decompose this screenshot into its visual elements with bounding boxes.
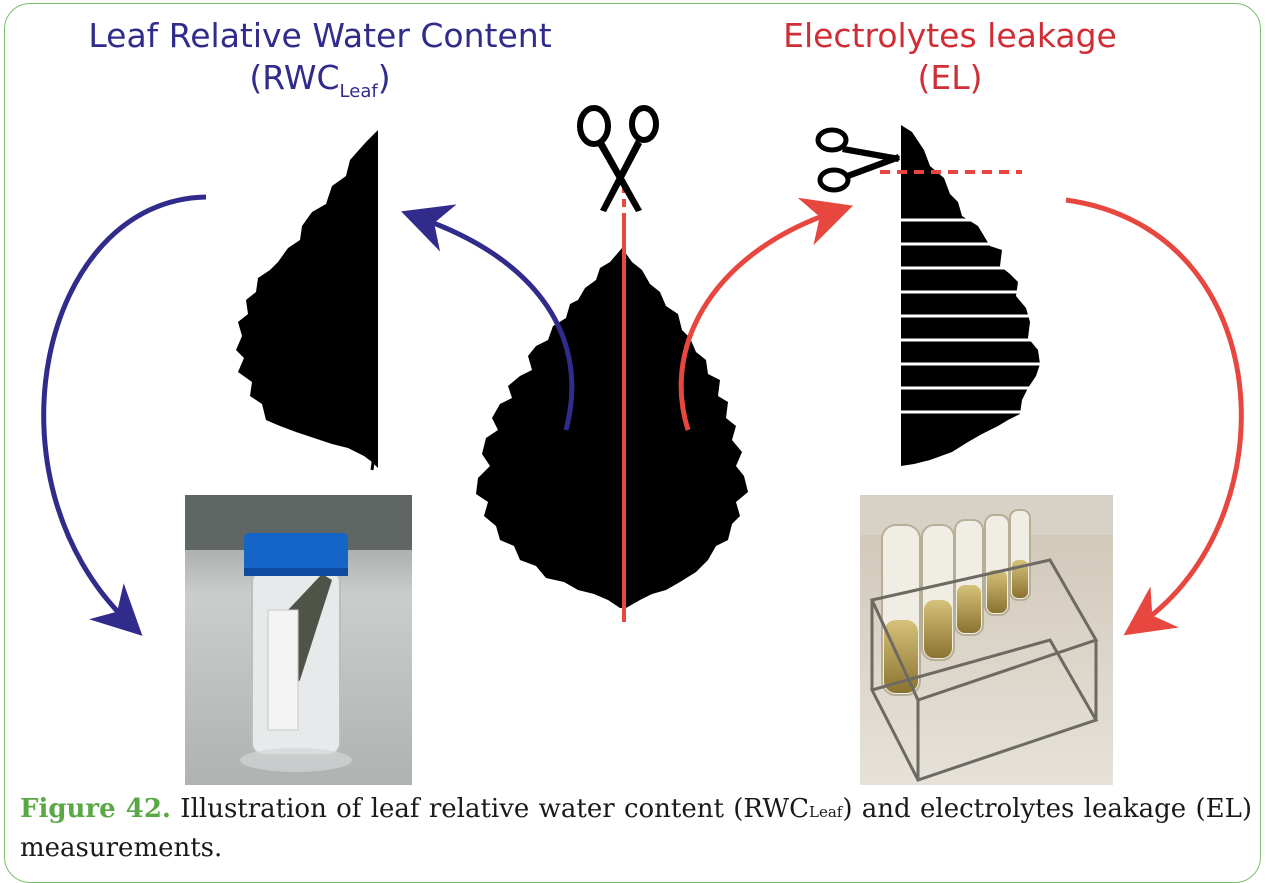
left-half-leaf xyxy=(236,130,378,468)
rwc-abbrev: (RWCLeaf) xyxy=(249,58,391,102)
rwc-arrow-down xyxy=(41,194,207,636)
scissors-icon xyxy=(815,127,900,193)
figure-caption: Figure 42. Illustration of leaf relative… xyxy=(20,791,1252,866)
caption-sub: Leaf xyxy=(809,803,843,821)
figure-label: Figure 42. xyxy=(20,794,171,824)
whole-leaf xyxy=(476,248,748,608)
el-arrow-up xyxy=(678,197,853,431)
scissors-icon xyxy=(577,105,659,212)
rwc-arrow-up xyxy=(401,204,575,431)
el-arrow-down xyxy=(1065,197,1244,636)
el-title: Electrolytes leakage (EL) xyxy=(740,15,1160,99)
el-abbrev: (EL) xyxy=(917,58,983,97)
el-title-text: Electrolytes leakage xyxy=(783,16,1117,55)
test-tubes-rack-photo xyxy=(860,495,1113,785)
rwc-title-text: Leaf Relative Water Content xyxy=(88,16,552,55)
caption-text-1: Illustration of leaf relative water cont… xyxy=(171,794,810,824)
sample-tube-photo xyxy=(185,495,412,785)
caption-text-2: ) and electrolytes leakage (EL) measurem… xyxy=(20,794,1252,863)
left-leaf-stem xyxy=(370,439,378,471)
right-half-leaf xyxy=(901,125,1040,466)
rwc-title: Leaf Relative Water Content (RWCLeaf) xyxy=(60,15,580,105)
